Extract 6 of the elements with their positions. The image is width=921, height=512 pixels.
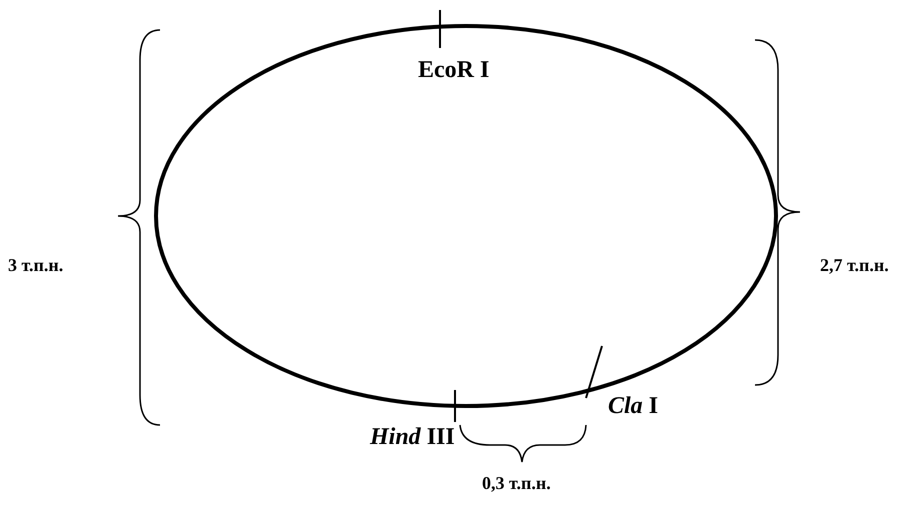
size-label: 2,7 т.п.н. <box>820 256 889 274</box>
size-label: 3 т.п.н. <box>8 256 64 274</box>
enzyme-site-label: Hind III <box>370 425 455 449</box>
enzyme-site-label: Cla I <box>608 394 658 418</box>
size-label: 0,3 т.п.н. <box>482 474 551 492</box>
enzyme-site-label: EcoR I <box>418 58 490 82</box>
